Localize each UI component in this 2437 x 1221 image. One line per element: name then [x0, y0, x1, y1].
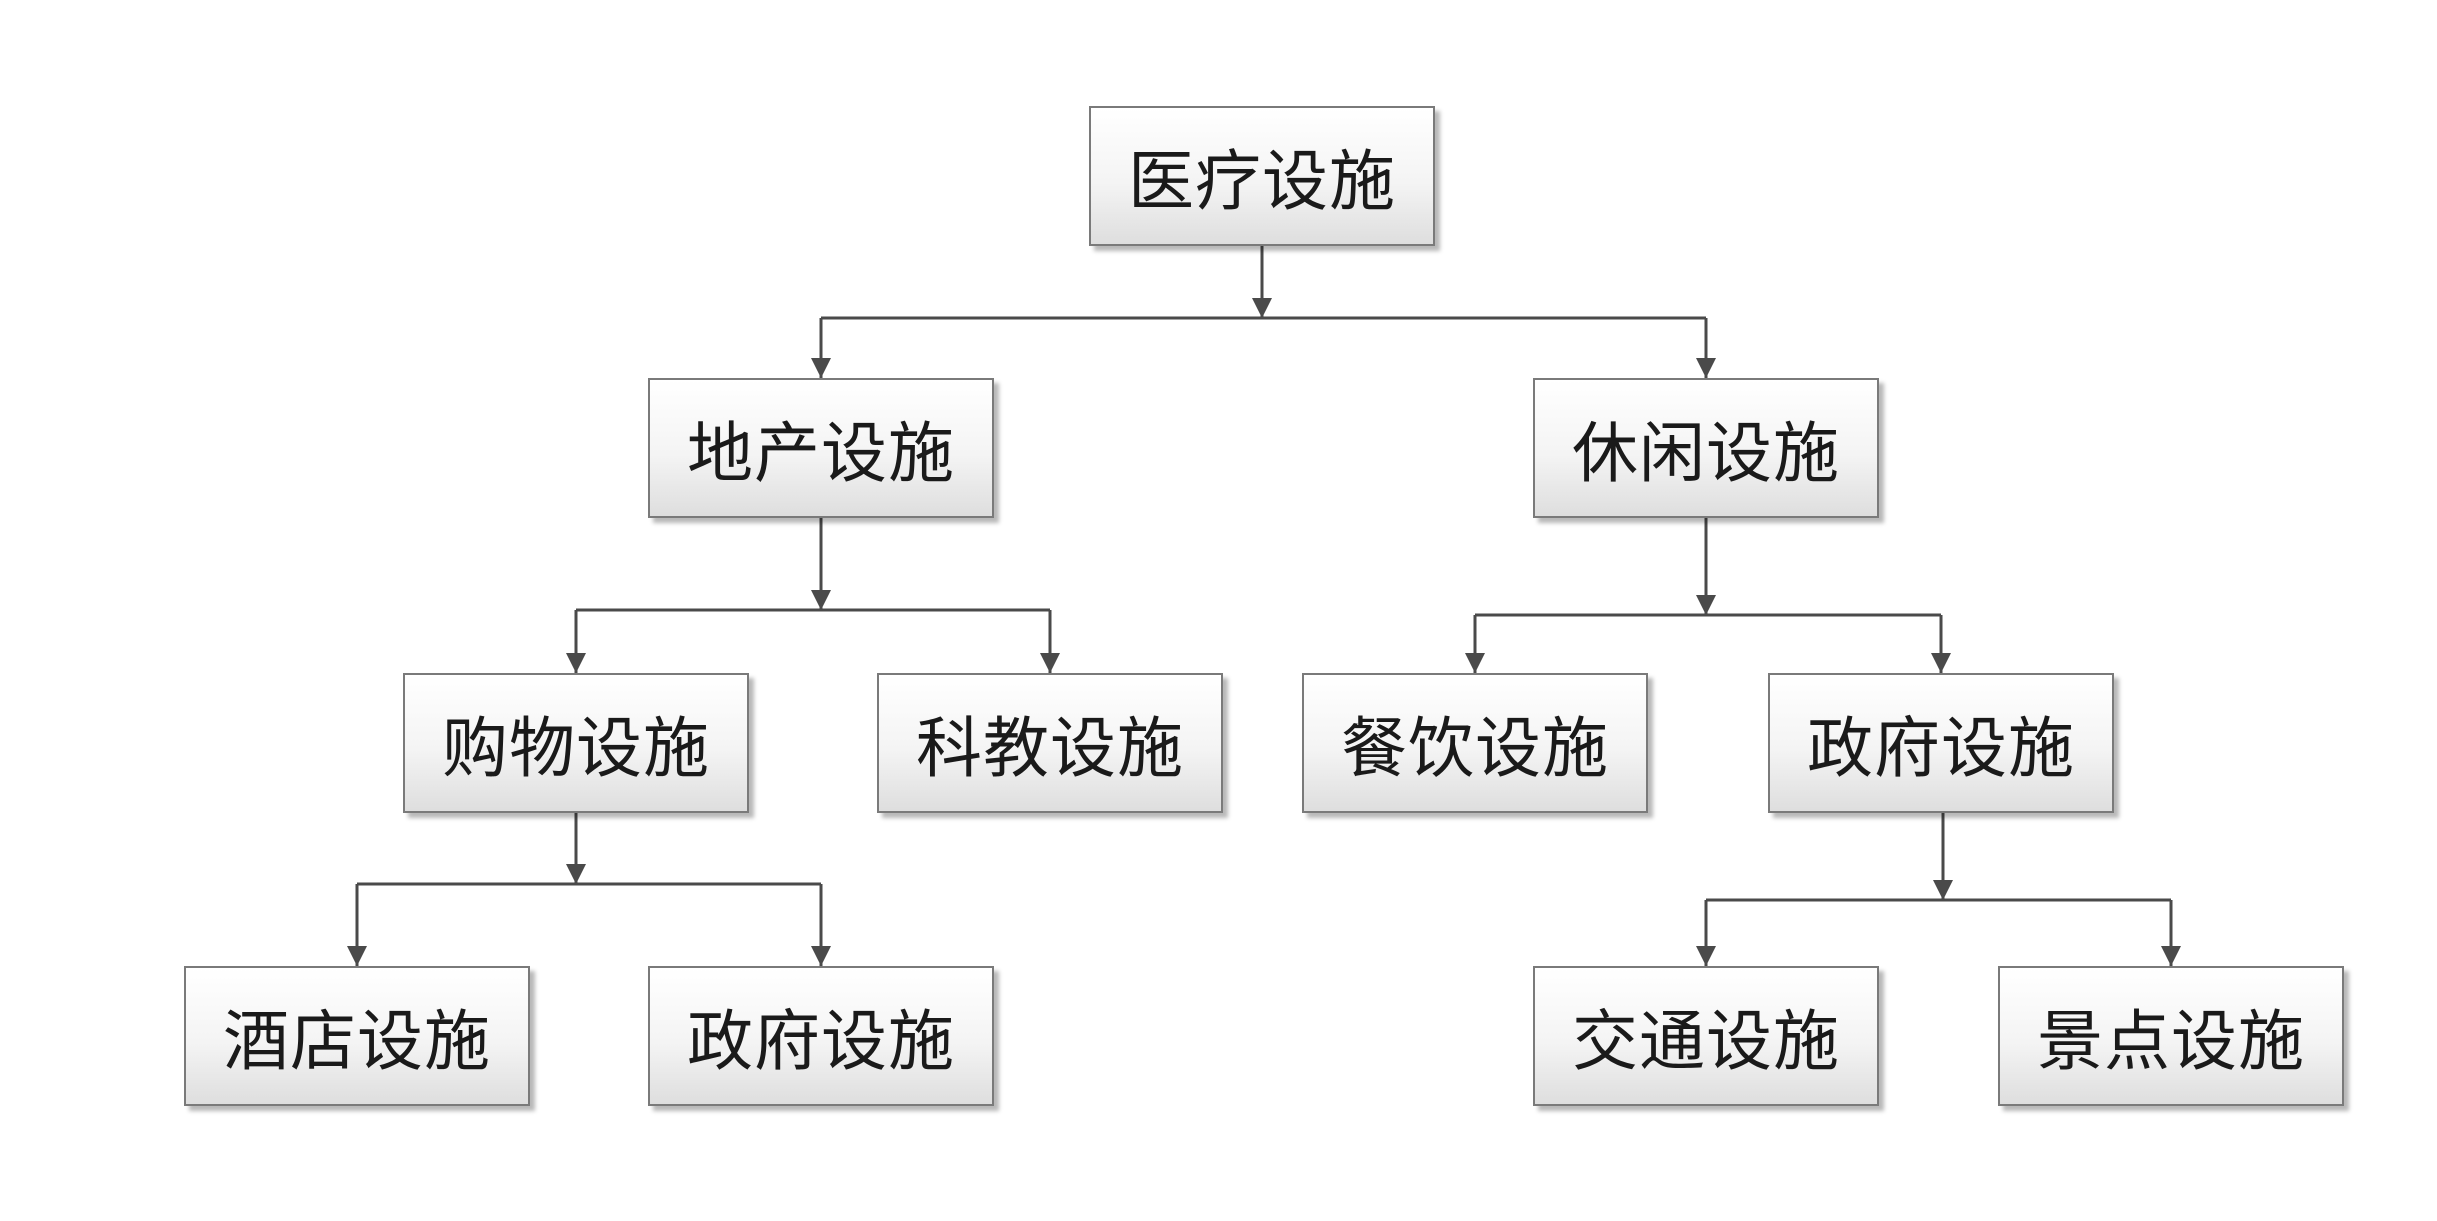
- node-label: 购物设施: [442, 710, 710, 787]
- node-medical-facilities: 医疗设施: [1089, 106, 1435, 246]
- node-dining-facilities: 餐饮设施: [1302, 673, 1648, 813]
- node-government-facilities-left: 政府设施: [648, 966, 994, 1106]
- node-leisure-facilities: 休闲设施: [1533, 378, 1879, 518]
- node-label: 地产设施: [687, 415, 955, 492]
- node-label: 医疗设施: [1128, 143, 1396, 220]
- node-label: 科教设施: [916, 710, 1184, 787]
- node-label: 休闲设施: [1572, 415, 1840, 492]
- node-hotel-facilities: 酒店设施: [184, 966, 530, 1106]
- node-shopping-facilities: 购物设施: [403, 673, 749, 813]
- node-transport-facilities: 交通设施: [1533, 966, 1879, 1106]
- node-label: 餐饮设施: [1341, 710, 1609, 787]
- node-label: 政府设施: [687, 1003, 955, 1080]
- node-label: 景点设施: [2037, 1003, 2305, 1080]
- node-government-facilities-right: 政府设施: [1768, 673, 2114, 813]
- node-label: 交通设施: [1572, 1003, 1840, 1080]
- node-real-estate-facilities: 地产设施: [648, 378, 994, 518]
- node-label: 酒店设施: [223, 1003, 491, 1080]
- node-scenic-facilities: 景点设施: [1998, 966, 2344, 1106]
- node-label: 政府设施: [1807, 710, 2075, 787]
- node-science-education-facilities: 科教设施: [877, 673, 1223, 813]
